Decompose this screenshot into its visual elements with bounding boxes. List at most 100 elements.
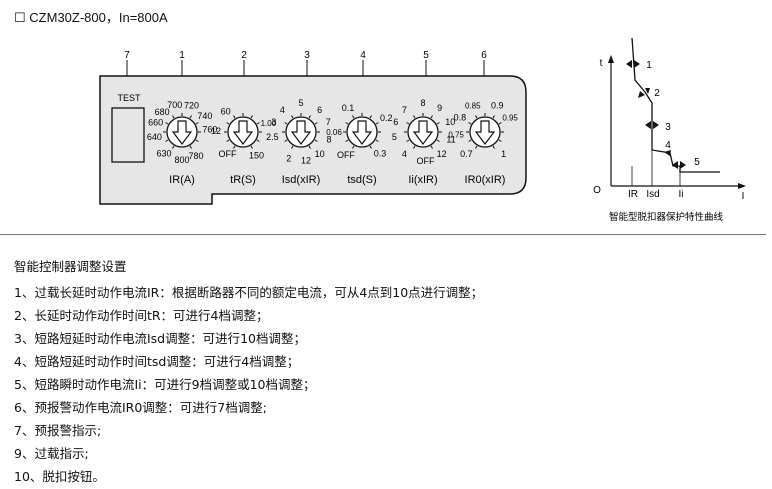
dial-tick [413,145,416,149]
dial-tick [498,139,502,142]
callout-4: 4 [360,50,366,61]
dial-scale-label: 0.3 [374,148,387,158]
dial-tick [284,139,288,142]
dial-tick [406,139,410,142]
dial-tick [369,115,372,119]
dial-tick [195,122,199,125]
dial-scale-label: 4 [402,149,407,159]
dial-tick [430,115,433,119]
dial-tick [369,145,372,149]
callout-2: 2 [241,50,247,61]
dial-tick [172,115,175,119]
dial-tick [413,115,416,119]
dial-scale-label: 6 [393,117,398,127]
dial-tick [226,122,230,125]
dial-scale-label: 8 [420,98,425,108]
protection-curve: t I O 1 2 3 4 5 IR Isd Ii 智能型脱扣器保护特性曲线 [593,37,746,223]
dial-tick [308,145,311,149]
dial-scale-label: 11 [446,135,455,145]
arrow-down-icon [290,120,312,145]
dial-label: IR0(xIR) [465,174,506,186]
callout-7: 7 [124,50,130,61]
dial-tick [375,139,379,142]
dial-scale-label: 630 [156,148,171,158]
callout-5: 5 [423,50,429,61]
dial-scale-label: 12 [301,156,311,166]
dial-tick [406,122,410,125]
dial-tick [233,115,236,119]
dial-tick [165,122,169,125]
tick-ii: Ii [679,189,684,200]
dial-scale-label: 7 [402,105,407,115]
arrow-down-icon [171,120,193,145]
dial-tick [172,145,175,149]
dial-tick [233,145,236,149]
dial-scale-label: 700 [167,100,182,110]
dial-scale-label: 7 [326,117,331,127]
dial-tick [284,122,288,125]
arrow-down-icon [474,120,496,145]
curve-caption: 智能型脱扣器保护特性曲线 [609,211,724,223]
test-button[interactable] [111,107,145,163]
origin-label: O [593,185,601,196]
dial-tick [308,115,311,119]
dial-scale-label: 740 [197,111,212,121]
settings-item: 10、脱扣按钮。 [14,469,105,484]
dial-scale-label: 150 [249,150,264,160]
dial-label: Isd(xIR) [282,174,321,186]
dial-tick [189,115,192,119]
dial-scale-label: 760 [202,125,217,135]
dial-scale-label: 10 [445,117,455,127]
callout-6: 6 [481,50,487,61]
dial-scale-label: 12 [437,149,447,159]
dial-tick [430,145,433,149]
dial-scale-label: 4 [280,105,285,115]
y-axis-label: t [600,58,603,69]
dial-scale-label: 8 [327,135,332,145]
dial-scale-label: OFF [417,156,435,166]
marker-4: 4 [665,140,671,151]
dial-scale-label: 640 [147,132,162,142]
dial-scale-label: 2 [286,153,291,163]
callout-1: 1 [179,50,185,61]
tick-ir: IR [628,189,638,200]
dial-scale-label: 720 [184,101,199,111]
dial-tick [475,145,478,149]
dial-scale-label: 10 [315,149,325,159]
dial-label: tsd(S) [347,174,376,186]
dial-tick [189,145,192,149]
dial-tick [352,115,355,119]
dial-tick [492,145,495,149]
dial-tick [375,122,379,125]
x-axis-label: I [742,191,745,202]
dial-scale-label: OFF [219,149,237,159]
settings-item: 9、过载指示; [14,446,89,461]
callout-3: 3 [304,50,310,61]
dial-tick [291,145,294,149]
dial-tick [468,122,472,125]
dial-label: IR(A) [169,174,195,186]
arrow-down-icon [232,120,254,145]
dial-scale-label: 2.5 [266,132,279,142]
settings-item: 7、预报警指示; [14,423,102,438]
dial-tick [436,122,440,125]
settings-item: 1、过载长延时动作电流IR：根据断路器不同的额定电流，可从4点到10点进行调整； [14,285,484,300]
dial-tick [345,122,349,125]
dial-scale-label: 660 [148,117,163,127]
tick-isd: Isd [646,189,659,200]
dial-scale-label: 6 [317,105,322,115]
dial-tick [468,139,472,142]
dial-label: tR(S) [230,174,256,186]
dial-scale-label: 0.75 [448,131,464,140]
dial-tick [492,115,495,119]
dial-scale-label: 0.85 [465,102,481,111]
dial-scale-label: 0.8 [454,113,467,123]
dial-tick [475,115,478,119]
